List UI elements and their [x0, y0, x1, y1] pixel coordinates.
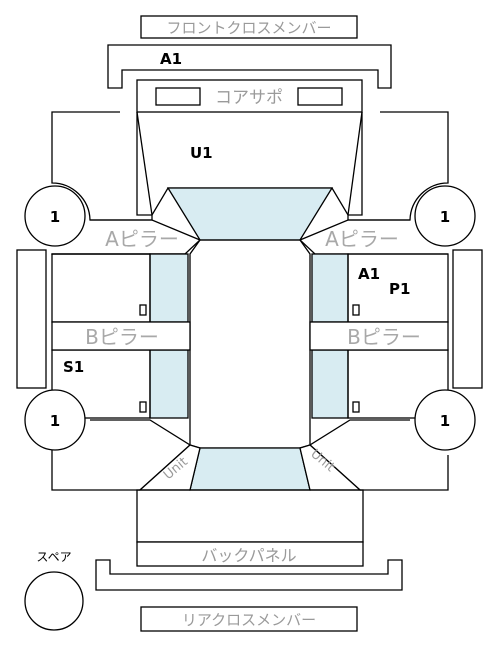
- rear-window[interactable]: [189, 447, 311, 491]
- right-front-fender[interactable]: [347, 111, 449, 221]
- tag-a1-front: A1: [160, 50, 182, 68]
- tire-rear-left-count: 1: [50, 412, 60, 430]
- b-pillar-right-label: Bピラー: [347, 325, 421, 349]
- tire-front-left-count: 1: [50, 208, 60, 226]
- tire-front-right-count: 1: [440, 208, 450, 226]
- b-pillar-left-label: Bピラー: [85, 325, 159, 349]
- spare-tire[interactable]: スペア: [24, 550, 84, 631]
- left-rear-window[interactable]: [149, 349, 189, 419]
- left-front-door-handle: [139, 304, 147, 316]
- tire-rear-right[interactable]: 1: [414, 389, 476, 451]
- b-pillar-left[interactable]: Bピラー: [51, 321, 191, 351]
- tag-a1-right: A1: [358, 265, 380, 283]
- rear-cross-member-label: リアクロスメンバー: [182, 611, 316, 629]
- a-pillar-left-label: Aピラー: [105, 227, 179, 251]
- a-pillar-right-label: Aピラー: [325, 227, 399, 251]
- left-front-fender[interactable]: [51, 111, 153, 221]
- left-front-window[interactable]: [149, 253, 189, 323]
- left-rear-door-handle: [139, 401, 147, 413]
- tag-u1: U1: [190, 144, 213, 162]
- right-rear-door-handle: [352, 401, 360, 413]
- left-side-step[interactable]: [16, 249, 47, 389]
- rear-bumper[interactable]: [95, 559, 403, 591]
- roof[interactable]: [189, 239, 311, 449]
- spare-label: スペア: [36, 550, 71, 564]
- tire-front-right[interactable]: 1: [414, 185, 476, 247]
- right-front-window[interactable]: [311, 253, 349, 323]
- b-pillar-right[interactable]: Bピラー: [309, 321, 449, 351]
- back-panel[interactable]: バックパネル: [136, 541, 364, 567]
- front-cross-member-label: フロントクロスメンバー: [166, 19, 331, 37]
- tag-s1: S1: [63, 358, 84, 376]
- tire-front-left[interactable]: 1: [24, 185, 86, 247]
- tag-p1: P1: [389, 280, 410, 298]
- tire-rear-right-count: 1: [440, 412, 450, 430]
- core-support[interactable]: コアサポ: [136, 79, 363, 113]
- windshield[interactable]: [166, 187, 334, 241]
- right-front-door-handle: [352, 304, 360, 316]
- trunk-lid[interactable]: [136, 489, 364, 543]
- back-panel-label: バックパネル: [201, 546, 296, 565]
- core-support-label: コアサポ: [215, 88, 283, 108]
- right-rear-window[interactable]: [311, 349, 349, 419]
- rear-cross-member[interactable]: リアクロスメンバー: [140, 606, 358, 632]
- core-support-left-slot: [155, 87, 201, 106]
- front-bumper[interactable]: [107, 44, 392, 89]
- front-cross-member[interactable]: フロントクロスメンバー: [140, 15, 358, 39]
- core-support-right-slot: [297, 87, 343, 106]
- right-side-step[interactable]: [452, 249, 483, 389]
- tire-rear-left[interactable]: 1: [24, 389, 86, 451]
- left-front-door[interactable]: [51, 253, 151, 323]
